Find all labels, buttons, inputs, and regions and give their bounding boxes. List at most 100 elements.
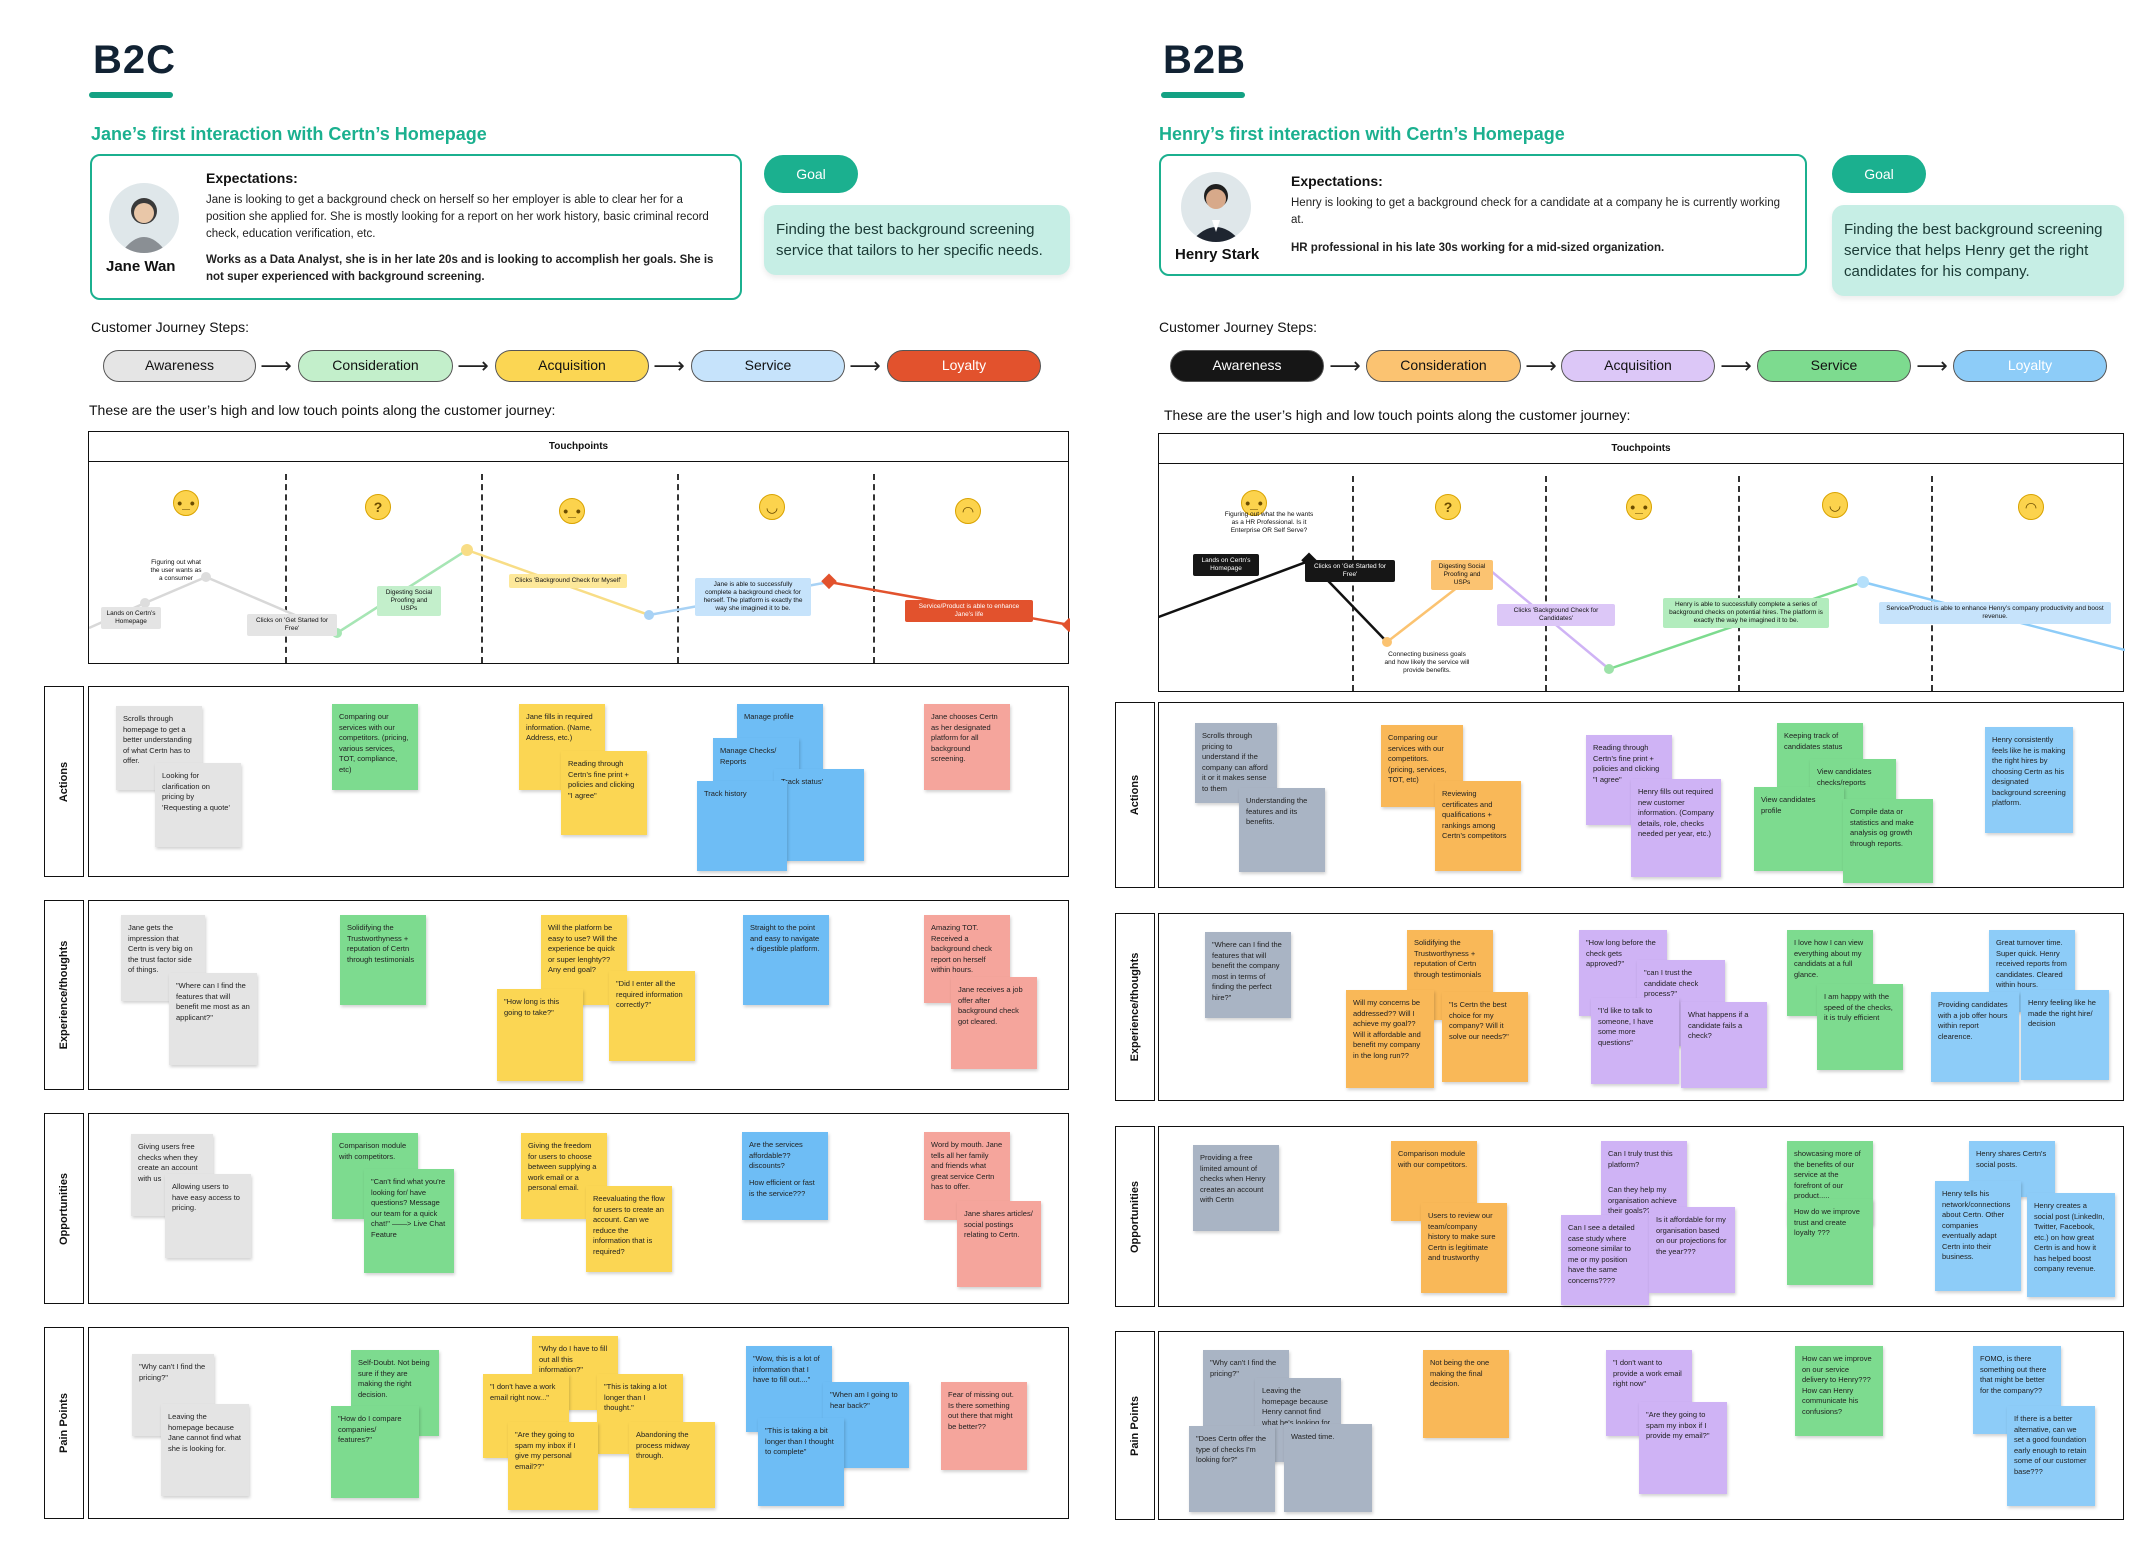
step-consideration: Consideration — [298, 350, 453, 382]
step-awareness: Awareness — [103, 350, 256, 382]
goal-text: Finding the best background screening se… — [764, 205, 1070, 275]
avatar — [1181, 172, 1251, 242]
touchpoint-label: Service/Product is able to enhance Henry… — [1879, 602, 2111, 624]
touchpoint-line — [1159, 552, 2125, 674]
sticky-note: Jane receives a job offer after backgrou… — [951, 977, 1037, 1069]
step-loyalty: Loyalty — [887, 350, 1041, 382]
stage-divider — [873, 474, 875, 663]
sticky-note: "I'd like to talk to someone, I have som… — [1591, 998, 1679, 1084]
sticky-note: Reading through Certn’s fine print + pol… — [561, 751, 647, 835]
sticky-note: Track history — [697, 781, 787, 871]
row-label-opportunities: Opportunities — [44, 1113, 84, 1304]
step-acquisition: Acquisition — [1561, 350, 1715, 382]
sticky-note: Leaving the homepage because Jane cannot… — [161, 1404, 249, 1496]
expectations-heading: Expectations: — [206, 170, 298, 186]
touchpoint-label: Digesting Social Proofing and USPs — [377, 586, 441, 616]
section-title: B2C — [93, 38, 177, 82]
sticky-note: Henry fills out required new customer in… — [1631, 779, 1721, 877]
sticky-note: Will the platform be easy to use? Will t… — [541, 915, 627, 1005]
arrow-icon: ⟶ — [849, 353, 881, 378]
sticky-note: View candidates profile — [1754, 787, 1844, 871]
touchpoints-title: Touchpoints — [89, 432, 1068, 462]
sticky-note: I am happy with the speed of the checks,… — [1817, 984, 1903, 1070]
sticky-note: What happens if a candidate fails a chec… — [1681, 1002, 1767, 1088]
touchpoints-note: These are the user’s high and low touch … — [1164, 407, 1631, 423]
sticky-note: Comparing our services with our competit… — [332, 704, 418, 790]
sticky-note: How do we improve trust and create loyal… — [1787, 1199, 1873, 1285]
step-service: Service — [1757, 350, 1911, 382]
step-loyalty: Loyalty — [1953, 350, 2107, 382]
touchpoints-chart: Touchpoints •_• ? •_• ◡ ◠ Lands on Certn… — [88, 431, 1070, 664]
sticky-note: Amazing TOT. Received a background check… — [924, 915, 1010, 1003]
sticky-note: Reevaluating the flow for users to creat… — [586, 1186, 672, 1272]
arrow-icon: ⟶ — [1525, 353, 1557, 378]
touchpoint-label: Jane is able to successfully complete a … — [695, 578, 811, 616]
arrow-icon: ⟶ — [1916, 353, 1948, 378]
title-underline — [1161, 92, 1245, 98]
row-label-opportunities: Opportunities — [1115, 1126, 1155, 1307]
avatar — [109, 183, 179, 253]
sticky-note: Understanding the features and its benef… — [1239, 788, 1325, 872]
thinking-face-icon: ? — [1435, 494, 1461, 520]
touchpoint-label: Lands on Certn’s Homepage — [1193, 554, 1259, 576]
sticky-note: "Did I enter all the required informatio… — [609, 971, 695, 1061]
touchpoint-label: Digesting Social Proofing and USPs — [1431, 560, 1493, 590]
step-awareness: Awareness — [1170, 350, 1324, 382]
sticky-note: Straight to the point and easy to naviga… — [743, 915, 829, 1005]
actions-row: Scrolls through homepage to get a better… — [88, 686, 1069, 877]
hugging-face-icon: ◠ — [2018, 494, 2044, 520]
sticky-note: Jane shares articles/ social postings re… — [957, 1201, 1041, 1287]
arrow-icon: ⟶ — [1329, 353, 1361, 378]
touchpoint-label: Clicks on 'Get Started for Free' — [1305, 560, 1395, 582]
step-consideration: Consideration — [1366, 350, 1521, 382]
expectations-text: Jane is looking to get a background chec… — [206, 194, 709, 240]
sticky-note: "Are they going to spam my inbox if I gi… — [508, 1422, 598, 1510]
sticky-note: Compile data or statistics and make anal… — [1843, 799, 1933, 883]
stage-divider — [285, 474, 287, 663]
sticky-note: Users to review our team/company history… — [1421, 1203, 1507, 1293]
touchpoint-label: Connecting business goals and how likely… — [1384, 651, 1470, 674]
goal-text: Finding the best background screening se… — [1832, 205, 2124, 296]
touchpoint-label: Service/Product is able to enhance Jane’… — [905, 600, 1033, 622]
expectations-heading: Expectations: — [1291, 173, 1383, 189]
stage-divider — [1931, 476, 1933, 691]
touchpoint-label: Figuring out what the he wants as a HR P… — [1224, 511, 1314, 534]
sticky-note: Fear of missing out. Is there something … — [941, 1382, 1027, 1470]
sticky-note: Wasted time. — [1284, 1424, 1372, 1512]
stage-divider — [677, 474, 679, 663]
sticky-note: "How do I compare companies/ features?" — [331, 1406, 419, 1498]
opportunities-row: Giving users free checks when they creat… — [88, 1113, 1069, 1304]
experience-row: Jane gets the impression that Certn is v… — [88, 900, 1069, 1090]
sticky-note: "Where can I find the features that will… — [1205, 932, 1291, 1018]
sticky-note: Henry creates a social post (LinkedIn, T… — [2027, 1193, 2115, 1297]
sticky-note: Track status' — [774, 769, 864, 861]
neutral-face-icon: •_• — [1626, 494, 1652, 520]
row-label-pain-points: Pain Points — [44, 1327, 84, 1519]
actions-row: Scrolls through pricing to understand if… — [1158, 702, 2124, 888]
section-title: B2B — [1163, 38, 1247, 82]
persona-name: Henry Stark — [1175, 246, 1260, 263]
row-label-actions: Actions — [44, 686, 84, 877]
sticky-note: "Where can I find the features that will… — [169, 973, 257, 1065]
pain-points-row: "Why can't I find the pricing?" Leaving … — [1158, 1331, 2124, 1520]
sticky-note: "Wow, this is a lot of information that … — [746, 1346, 832, 1432]
touchpoints-note: These are the user’s high and low touch … — [89, 402, 556, 418]
sticky-note: Allowing users to have easy access to pr… — [165, 1174, 251, 1258]
arrow-icon: ⟶ — [457, 353, 489, 378]
touchpoints-title: Touchpoints — [1159, 434, 2123, 464]
sticky-note: Henry tells his network/connections abou… — [1935, 1181, 2021, 1291]
goal-pill: Goal — [764, 155, 858, 193]
step-acquisition: Acquisition — [495, 350, 649, 382]
touchpoint-label: Clicks 'Background Check for Myself' — [509, 574, 627, 588]
b2b-section: B2B Henry’s first interaction with Certn… — [1077, 0, 2154, 1556]
neutral-face-icon: •_• — [173, 490, 199, 516]
sticky-note: "Can't find what you're looking for/ hav… — [364, 1169, 454, 1273]
hugging-face-icon: ◠ — [955, 498, 981, 524]
arrow-icon: ⟶ — [1720, 353, 1752, 378]
sticky-note: Solidifying the Trustworthyness + reputa… — [340, 915, 426, 1005]
sticky-note: Abandoning the process midway through. — [629, 1422, 715, 1508]
smiling-face-icon: ◡ — [759, 494, 785, 520]
person-icon — [1191, 184, 1241, 242]
persona-card: Jane Wan Expectations: Jane is looking t… — [90, 154, 742, 300]
journey-steps-label: Customer Journey Steps: — [1159, 319, 1317, 335]
